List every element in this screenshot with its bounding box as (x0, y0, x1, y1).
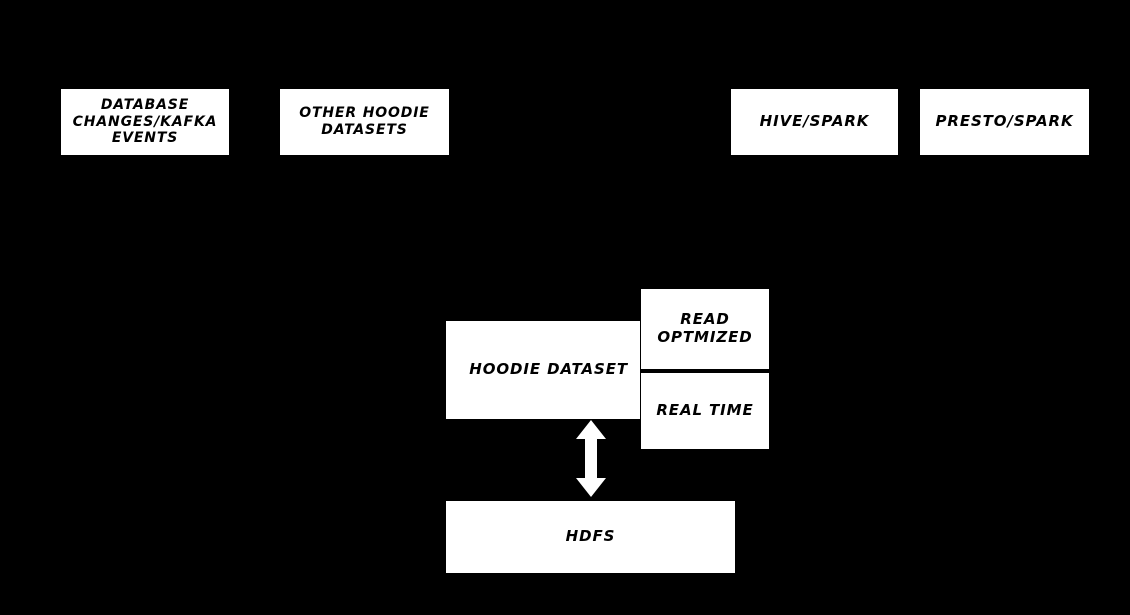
node-read-optimized-view[interactable]: READ OPTMIZED (641, 289, 769, 369)
node-label: DATABASE CHANGES/KAFKA EVENTS (72, 97, 218, 147)
double-headed-arrow-icon (574, 419, 608, 498)
node-label: HDFS (565, 527, 616, 546)
node-real-time-view[interactable]: REAL TIME (641, 369, 769, 449)
node-label: HOODIE DATASET (469, 360, 628, 379)
node-database-changes-kafka-events[interactable]: DATABASE CHANGES/KAFKA EVENTS (61, 89, 229, 155)
node-label: REAL TIME (656, 401, 754, 420)
node-label: OTHER HOODIE DATASETS (299, 105, 430, 138)
node-hoodie-dataset[interactable]: HOODIE DATASET (446, 321, 640, 419)
node-hdfs[interactable]: HDFS (446, 501, 735, 573)
node-label: PRESTO/SPARK (935, 112, 1074, 131)
node-presto-spark[interactable]: PRESTO/SPARK (920, 89, 1089, 155)
node-label: HIVE/SPARK (759, 112, 870, 131)
node-hive-spark[interactable]: HIVE/SPARK (731, 89, 898, 155)
node-label: READ OPTMIZED (657, 310, 753, 346)
node-other-hoodie-datasets[interactable]: OTHER HOODIE DATASETS (280, 89, 449, 155)
